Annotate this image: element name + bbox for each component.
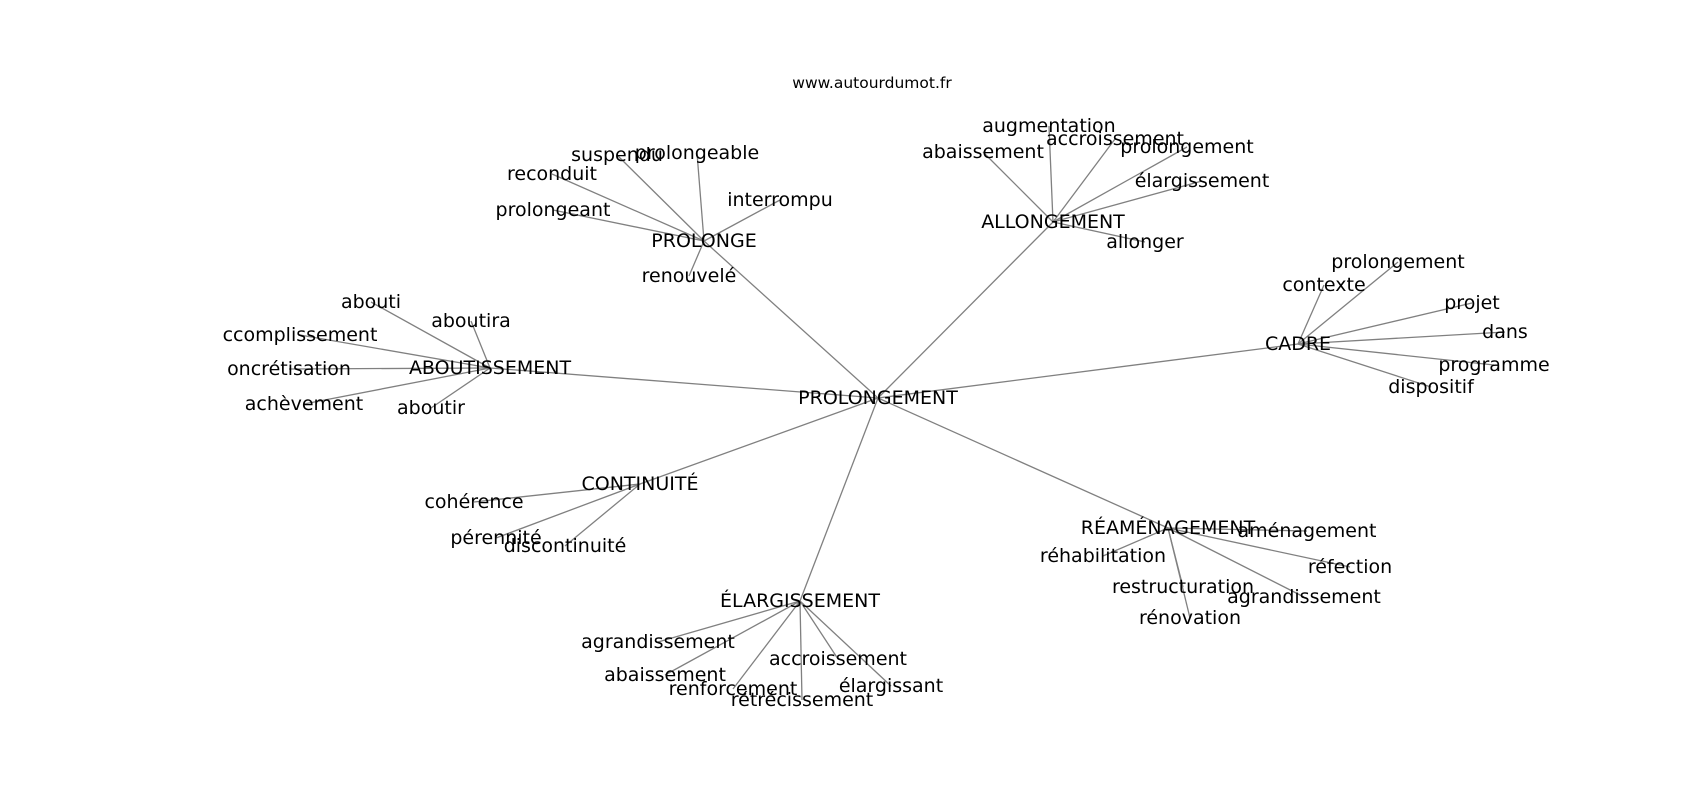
leaf-node-label: reconduit <box>507 163 597 185</box>
edge-hub-to-leaf <box>1167 527 1191 619</box>
leaf-node-label: agrandissement <box>581 631 735 653</box>
leaf-node-label: aménagement <box>1238 520 1377 542</box>
edge-hub-to-leaf <box>688 240 705 277</box>
leaf-node-label: accroissement <box>1046 128 1184 150</box>
hub-node-label: PROLONGE <box>651 230 756 252</box>
leaf-node-label: élargissant <box>839 675 943 697</box>
leaf-node-label: restructuration <box>1112 576 1254 598</box>
edge-hub-to-leaf <box>370 301 491 369</box>
leaf-node-label: prolongeant <box>496 199 611 221</box>
edge-hub-to-leaf <box>551 173 705 242</box>
leaf-node-label: réhabilitation <box>1040 545 1166 567</box>
leaf-node-label: ccomplissement <box>223 324 378 346</box>
edge-hub-to-leaf <box>1297 284 1325 345</box>
leaf-node-label: abaissement <box>922 141 1044 163</box>
hub-node-label: RÉAMÉNAGEMENT <box>1081 516 1256 539</box>
edge-hub-to-leaf <box>1167 527 1305 598</box>
edge-hub-to-leaf <box>430 367 491 409</box>
hub-node-label: ALLONGEMENT <box>981 211 1125 233</box>
leaf-node-label: dans <box>1482 321 1528 343</box>
edge-root-to-hub <box>877 343 1299 399</box>
leaf-node-label: agrandissement <box>1227 586 1381 608</box>
edge-root-to-hub <box>877 221 1054 399</box>
edge-hub-to-leaf <box>1048 125 1054 223</box>
edge-hub-to-leaf <box>616 154 705 242</box>
hub-node-label: CADRE <box>1265 333 1331 355</box>
leaf-node-label: programme <box>1438 354 1549 376</box>
leaf-node-label: augmentation <box>982 115 1115 137</box>
hub-node-label: ÉLARGISSEMENT <box>720 589 880 612</box>
edge-hub-to-leaf <box>1052 180 1203 223</box>
leaf-node-label: allonger <box>1106 231 1184 253</box>
leaf-node-label: rénovation <box>1139 607 1241 629</box>
edge-hub-to-leaf <box>799 600 803 701</box>
edge-hub-to-leaf <box>473 483 641 503</box>
leaf-node-label: aboutir <box>397 397 465 419</box>
leaf-node-label: oncrétisation <box>227 358 351 380</box>
root-node-label: PROLONGEMENT <box>798 387 958 409</box>
edge-hub-to-leaf <box>1297 261 1399 345</box>
edge-hub-to-leaf <box>1052 221 1146 243</box>
graph-edges <box>288 125 1506 701</box>
edge-hub-to-leaf <box>288 367 491 370</box>
leaf-node-label: rétrécissement <box>731 689 874 711</box>
edge-hub-to-leaf <box>1297 343 1495 366</box>
leaf-node-label: cohérence <box>424 491 523 513</box>
edge-hub-to-leaf <box>703 199 781 242</box>
leaf-node-label: suspendu <box>571 144 663 166</box>
edge-hub-to-leaf <box>664 600 801 676</box>
edge-hub-to-leaf <box>799 600 892 687</box>
leaf-node-label: accroissement <box>769 648 907 670</box>
edge-root-to-hub <box>639 397 879 485</box>
edge-hub-to-leaf <box>1052 146 1188 223</box>
edge-hub-to-leaf <box>299 334 491 369</box>
edge-hub-to-leaf <box>696 152 705 242</box>
edge-hub-to-leaf <box>799 600 839 660</box>
edge-hub-to-leaf <box>303 367 491 405</box>
edge-hub-to-leaf <box>1167 527 1351 568</box>
leaf-node-label: aboutira <box>431 310 511 332</box>
leaf-node-label: renforcement <box>669 678 798 700</box>
leaf-node-label: projet <box>1444 292 1500 314</box>
leaf-node-label: dispositif <box>1388 376 1475 398</box>
edge-hub-to-leaf <box>1167 527 1308 532</box>
edge-hub-to-leaf <box>732 600 801 690</box>
edge-hub-to-leaf <box>982 151 1054 223</box>
edge-hub-to-leaf <box>495 483 641 539</box>
leaf-node-label: achèvement <box>245 393 363 415</box>
edge-hub-to-leaf <box>470 320 491 369</box>
leaf-node-label: abouti <box>341 291 401 313</box>
watermark: www.autourdumot.fr <box>792 74 952 92</box>
edge-root-to-hub <box>877 397 1169 529</box>
leaf-node-label: élargissement <box>1135 170 1270 192</box>
edge-hub-to-leaf <box>1297 343 1432 388</box>
edge-hub-to-leaf <box>1297 331 1506 345</box>
leaf-node-label: discontinuité <box>504 535 627 557</box>
leaf-node-label: interrompu <box>727 189 833 211</box>
graph-labels: PROLONGEMENT PROLONGE prolongeablesuspendu… <box>223 115 1550 711</box>
edge-root-to-hub <box>489 367 879 399</box>
hub-node-label: ABOUTISSEMENT <box>409 357 572 379</box>
leaf-node-label: renouvelé <box>642 265 737 287</box>
leaf-node-label: prolongeable <box>635 142 759 164</box>
leaf-node-label: réfection <box>1308 556 1392 578</box>
leaf-node-label: prolongement <box>1331 251 1464 273</box>
edge-root-to-hub <box>799 397 879 602</box>
leaf-node-label: abaissement <box>604 664 726 686</box>
leaf-node-label: prolongement <box>1120 136 1253 158</box>
leaf-node-label: pérennité <box>450 527 541 549</box>
edge-hub-to-leaf <box>1052 138 1116 223</box>
leaf-node-label: contexte <box>1282 274 1365 296</box>
hub-node-label: CONTINUITÉ <box>582 472 699 495</box>
edge-hub-to-leaf <box>564 483 641 547</box>
edge-hub-to-leaf <box>1297 302 1473 345</box>
edge-hub-to-leaf <box>552 209 705 242</box>
edge-root-to-hub <box>703 240 879 399</box>
edge-hub-to-leaf <box>657 600 801 643</box>
edge-hub-to-leaf <box>1102 527 1169 557</box>
